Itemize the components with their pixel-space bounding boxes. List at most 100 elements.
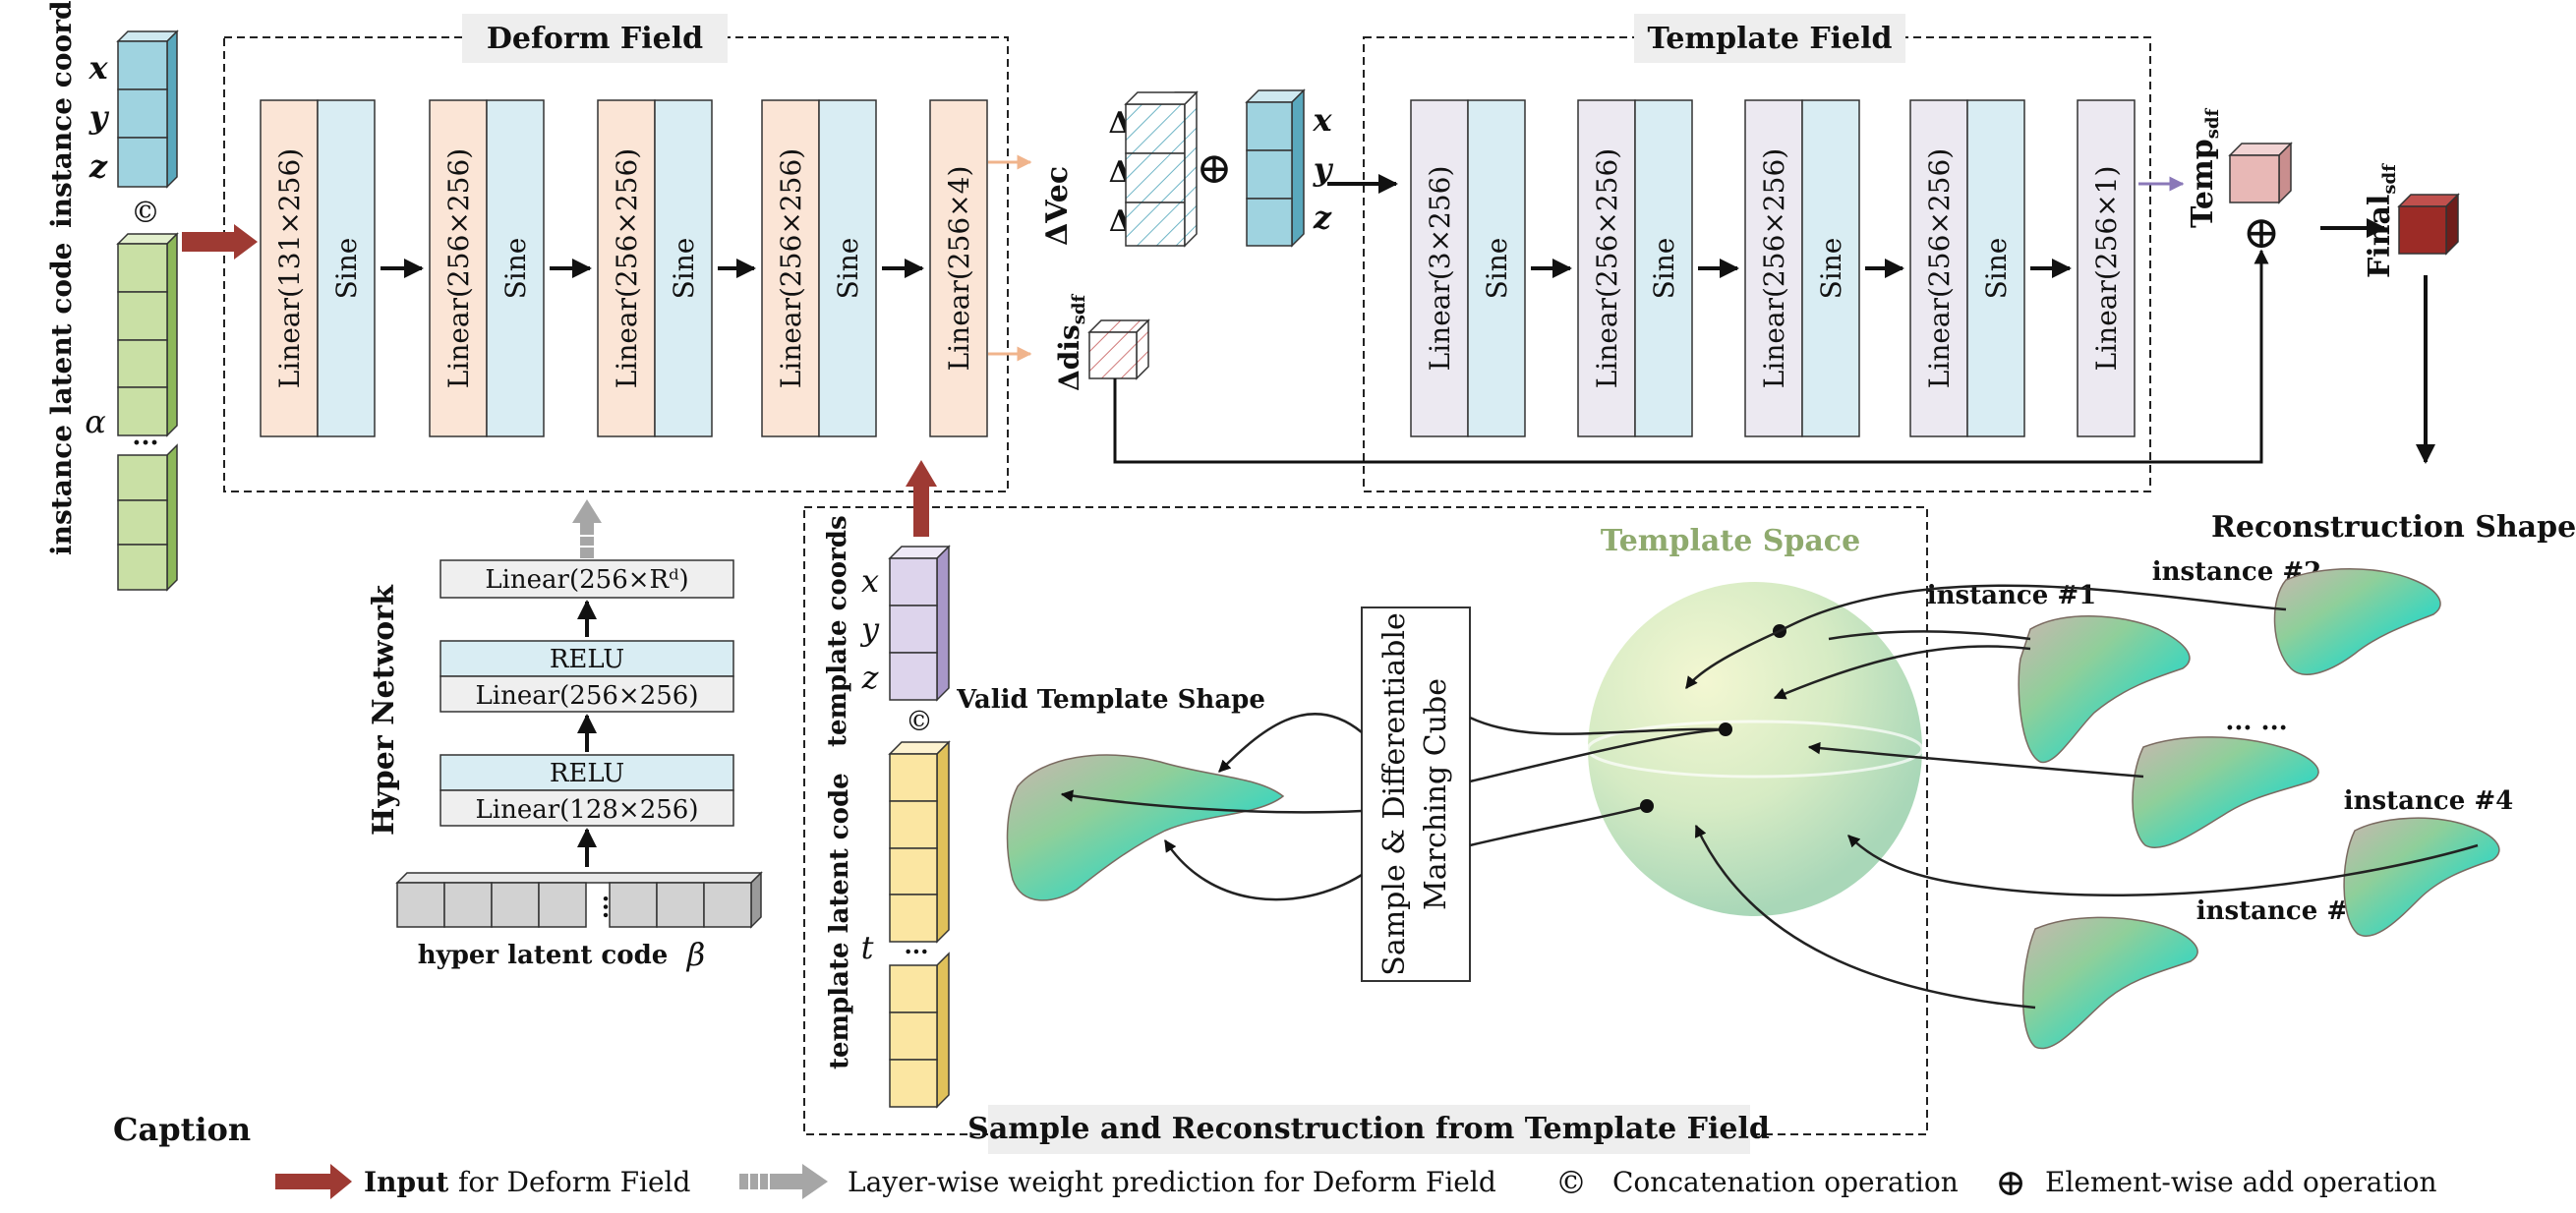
instance-2-link <box>1685 584 2287 689</box>
template-coords-label: template coords <box>823 515 852 747</box>
hyper-latent-stack <box>395 871 763 929</box>
template-coord-x: x <box>861 562 879 600</box>
valid-template-liver <box>1006 754 1285 901</box>
template-linear-3-label: Linear(256×256) <box>1758 148 1790 388</box>
hyper-relu-2 <box>439 640 734 677</box>
template-linear-5 <box>2077 99 2136 437</box>
deform-linear-3-label: Linear(256×256) <box>611 148 643 388</box>
marching-cube-line1: Sample & Differentiable <box>1377 612 1412 975</box>
latent-point-3 <box>1640 799 1654 813</box>
hyper-latent-dots: ... <box>598 895 626 919</box>
template-input-arrow <box>906 460 937 537</box>
deform-sine-2 <box>486 99 545 437</box>
instance-3-label: instance #3 <box>2196 896 2366 926</box>
deform-linear-4-label: Linear(256×256) <box>775 148 807 388</box>
template-latent-label: template latent code <box>825 773 854 1069</box>
template-linear-3 <box>1744 99 1803 437</box>
delta-dis-label: Δdissdf <box>1053 294 1089 391</box>
template-sine-1-label: Sine <box>1481 238 1513 300</box>
delta-vec-cube <box>1124 90 1199 248</box>
instance-coords-stack <box>116 29 179 189</box>
xyz-cube <box>1245 88 1306 248</box>
deform-linear-5 <box>929 99 988 437</box>
delta-vec-label: ΔVec <box>1040 166 1075 246</box>
hyper-relu-1-label: RELU <box>550 759 624 788</box>
instance-latent-stack <box>116 232 179 592</box>
hyper-network-title: Hyper Network <box>367 584 401 836</box>
out-coord-x: x <box>1312 101 1332 139</box>
instance-coord-z: z <box>88 147 108 185</box>
hyper-weight-arrow <box>572 499 602 558</box>
vec-add-symbol: ⊕ <box>1197 144 1233 194</box>
caption-concat-text: Concatenation operation <box>1612 1166 1959 1198</box>
sphere-link-2 <box>1469 727 1727 783</box>
deform-linear-1 <box>260 99 319 437</box>
deform-field-title: Deform Field <box>487 22 703 56</box>
temp-sdf-label: Tempsdf <box>2186 108 2223 228</box>
deform-linear-4 <box>761 99 820 437</box>
hyper-top-layer-label: Linear(256×Rᵈ) <box>485 565 688 595</box>
deform-sine-4 <box>818 99 877 437</box>
template-coords-stack <box>888 545 951 702</box>
out-coord-z: z <box>1313 199 1332 236</box>
caption-concat-symbol: © <box>1555 1164 1587 1201</box>
final-sdf-label: Finalsdf <box>2363 163 2400 278</box>
hyper-latent-label: hyper latent code <box>418 941 669 970</box>
temp-add-symbol: ⊕ <box>2243 205 2281 259</box>
template-sine-4-label: Sine <box>1980 238 2013 300</box>
hyper-relu-2-label: RELU <box>550 645 624 674</box>
template-latent-dots: ... <box>904 931 928 959</box>
template-latent-stack <box>888 740 951 1109</box>
hyper-relu-1 <box>439 754 734 791</box>
instance-1-liver <box>2018 615 2191 764</box>
temp-sdf-cube <box>2228 142 2293 204</box>
template-field-title-bg <box>1634 14 1905 63</box>
instance-concat-symbol: © <box>131 196 160 230</box>
template-space-label: Template Space <box>1601 524 1860 558</box>
deform-linear-5-label: Linear(256×4) <box>943 166 975 372</box>
deform-linear-2-label: Linear(256×256) <box>442 148 475 388</box>
instance-latent-label: instance latent code <box>45 243 78 556</box>
sample-section-box <box>803 506 1928 1135</box>
deform-field-title-bg <box>462 14 728 63</box>
marching-to-shape-arrow-2 <box>1060 789 1363 814</box>
instance-4-liver <box>2343 817 2500 937</box>
caption-input-arrow-icon <box>275 1164 352 1199</box>
template-linear-4 <box>1909 99 1968 437</box>
hyper-linear-2-label: Linear(256×256) <box>476 681 699 711</box>
sphere-link-3 <box>1469 804 1648 847</box>
sample-section-title-bg <box>988 1105 1750 1154</box>
deform-field-box <box>223 36 1009 492</box>
template-concat-symbol: © <box>906 705 933 737</box>
template-sine-3 <box>1801 99 1860 437</box>
instance-ellipsis-link <box>1807 741 2144 779</box>
template-space-sphere <box>1588 582 1922 916</box>
instance-2-liver <box>2273 568 2441 675</box>
caption-input-text: for Deform Field <box>458 1166 690 1198</box>
template-coord-z: z <box>861 659 880 696</box>
instance-coord-x: x <box>88 49 108 87</box>
marching-cube-line2: Marching Cube <box>1419 678 1453 910</box>
template-field-title: Template Field <box>1647 22 1892 56</box>
instance-latent-dots: ... <box>132 422 158 451</box>
deform-sine-2-label: Sine <box>499 238 532 300</box>
marching-to-shape-arrow-1 <box>1218 713 1363 773</box>
hyper-linear-1-label: Linear(128×256) <box>476 795 699 825</box>
sphere-link-1 <box>1469 716 1727 735</box>
template-sine-2 <box>1634 99 1693 437</box>
template-space-equator <box>1586 720 1924 779</box>
instance-1-link-b <box>1773 645 2031 700</box>
instance-coords-label: instance coords <box>45 0 78 228</box>
hyper-linear-1 <box>439 789 734 827</box>
template-sine-1 <box>1467 99 1526 437</box>
out-coord-y: y <box>1313 150 1334 188</box>
deform-sine-1-label: Sine <box>330 238 363 300</box>
delta-dis-to-add-line <box>1113 249 2269 464</box>
instance-3-link <box>1694 824 2036 1010</box>
instance-1-link-a <box>1828 630 2031 641</box>
caption-title: Caption <box>113 1111 251 1148</box>
template-linear-5-label: Linear(256×1) <box>2090 166 2123 372</box>
beta-symbol: β <box>686 936 706 973</box>
template-sine-2-label: Sine <box>1648 238 1680 300</box>
